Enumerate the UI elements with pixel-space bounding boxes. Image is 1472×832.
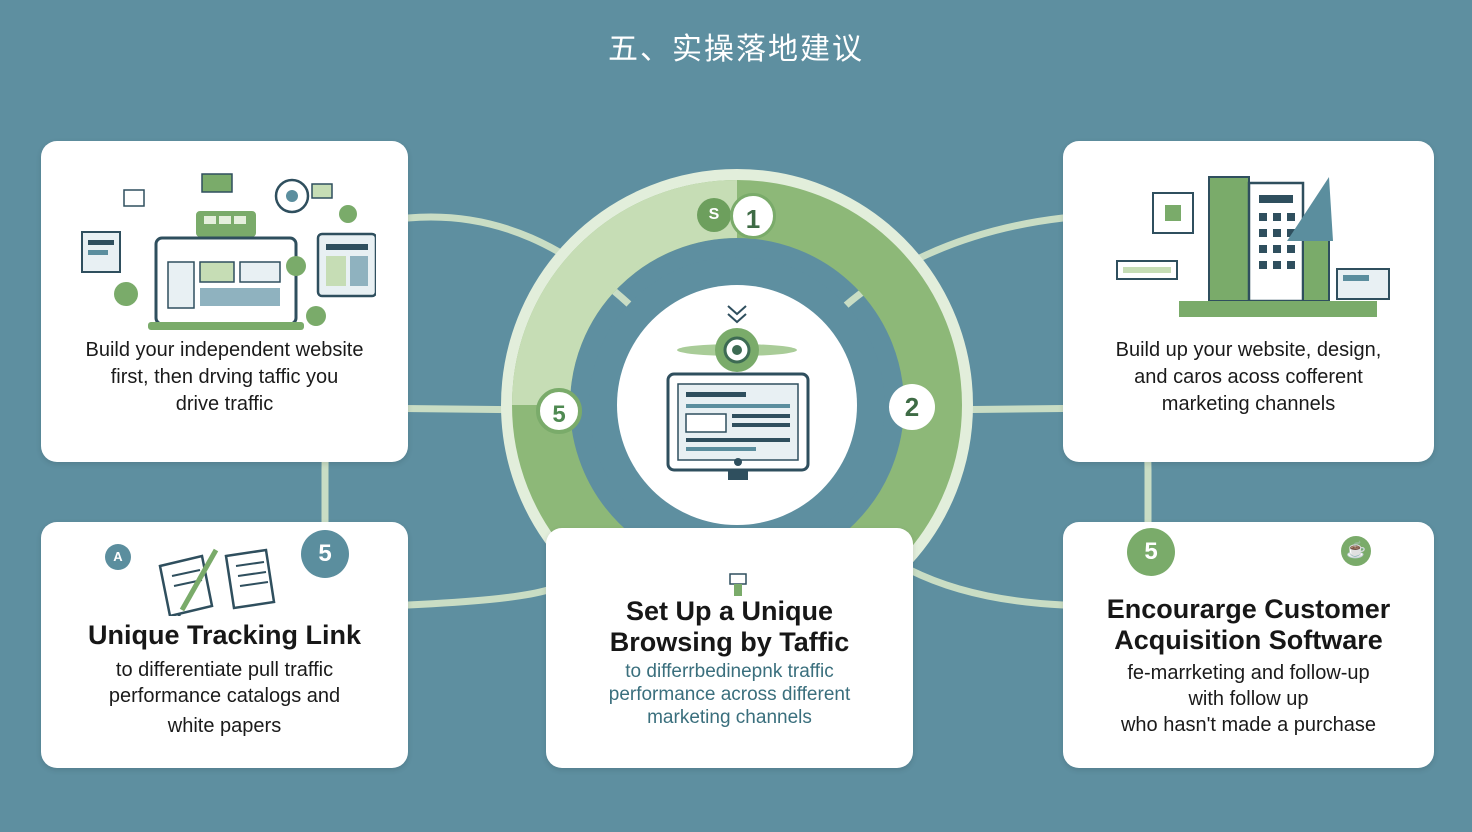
page-title: 五、实操落地建议 [608, 32, 864, 67]
card-customer-acquisition: 5 ☕ Encourarge Customer Acquisition Soft… [1063, 522, 1434, 768]
heading-line: Browsing by Taffic [609, 627, 850, 657]
desc-line: to differentiate pull traffic [115, 659, 334, 681]
heading-line: Unique Tracking Link [87, 620, 362, 650]
ring-highlight [512, 180, 738, 406]
connector-bottom-left [404, 586, 552, 609]
heading-line: Acquisition Software [1114, 625, 1383, 655]
small-connector-icon [729, 573, 747, 596]
heading-line: Encourarge Customer [1106, 594, 1391, 624]
card-build-website-text: Build your independent website first, th… [51, 337, 398, 418]
badge-card-tracking-link: 5 [301, 530, 349, 578]
badge-step-1: 1 [730, 193, 776, 239]
desc-line: Build up your website, design, [1115, 339, 1382, 361]
documents-pen-illustration [158, 548, 276, 616]
card-unique-browsing-text: to differrbedinepnk traffic performance … [556, 660, 903, 729]
badge-step-2: 2 [889, 384, 935, 430]
small-letter-icon: A [105, 544, 131, 570]
badge-card-customer-acquisition: 5 [1127, 528, 1175, 576]
badge-step-s: S [697, 198, 731, 232]
desc-line: with follow up [1188, 688, 1309, 710]
desc-line: and caros acoss cofferent [1134, 366, 1363, 388]
card-tracking-link-text: to differentiate pull traffic performanc… [51, 657, 398, 739]
building-channels-illustration [1116, 176, 1390, 317]
desc-line: drive traffic [175, 393, 274, 415]
connector-top-right [826, 214, 1067, 324]
desc-line: fe-marrketing and follow-up [1127, 662, 1370, 684]
laptop-website-illustration [81, 173, 376, 330]
heading-line: Set Up a Unique [625, 596, 834, 626]
desc-line: first, then drving taffic you [110, 366, 339, 388]
desc-line: performance catalogs and [108, 685, 341, 707]
desc-line: Build your independent website [85, 339, 364, 361]
card-unique-browsing: Set Up a Unique Browsing by Taffic to di… [546, 528, 913, 768]
desc-line: marketing channels [1161, 393, 1336, 415]
desc-line: marketing channels [647, 707, 812, 728]
badge-step-5-ring: 5 [536, 388, 582, 434]
card-unique-browsing-heading: Set Up a Unique Browsing by Taffic [554, 596, 905, 658]
connector-bottom-right [906, 566, 1067, 609]
monitor-webpage-icon [666, 305, 810, 480]
card-tracking-link: 5 A Unique Tracking Link to differentiat… [41, 522, 408, 768]
card-build-website: Build your independent website first, th… [41, 141, 408, 462]
card-customer-acquisition-text: fe-marrketing and follow-up with follow … [1073, 660, 1424, 738]
desc-line: to differrbedinepnk traffic [625, 661, 834, 682]
desc-line: white papers [167, 715, 282, 737]
card-customer-acquisition-heading: Encourarge Customer Acquisition Software [1071, 594, 1426, 656]
card-marketing-channels: Build up your website, design, and caros… [1063, 141, 1434, 462]
card-tracking-link-heading: Unique Tracking Link [49, 620, 400, 651]
desc-line: performance across different [608, 684, 851, 705]
cup-icon: ☕ [1341, 536, 1371, 566]
card-marketing-channels-text: Build up your website, design, and caros… [1073, 337, 1424, 418]
desc-line: who hasn't made a purchase [1120, 714, 1377, 736]
